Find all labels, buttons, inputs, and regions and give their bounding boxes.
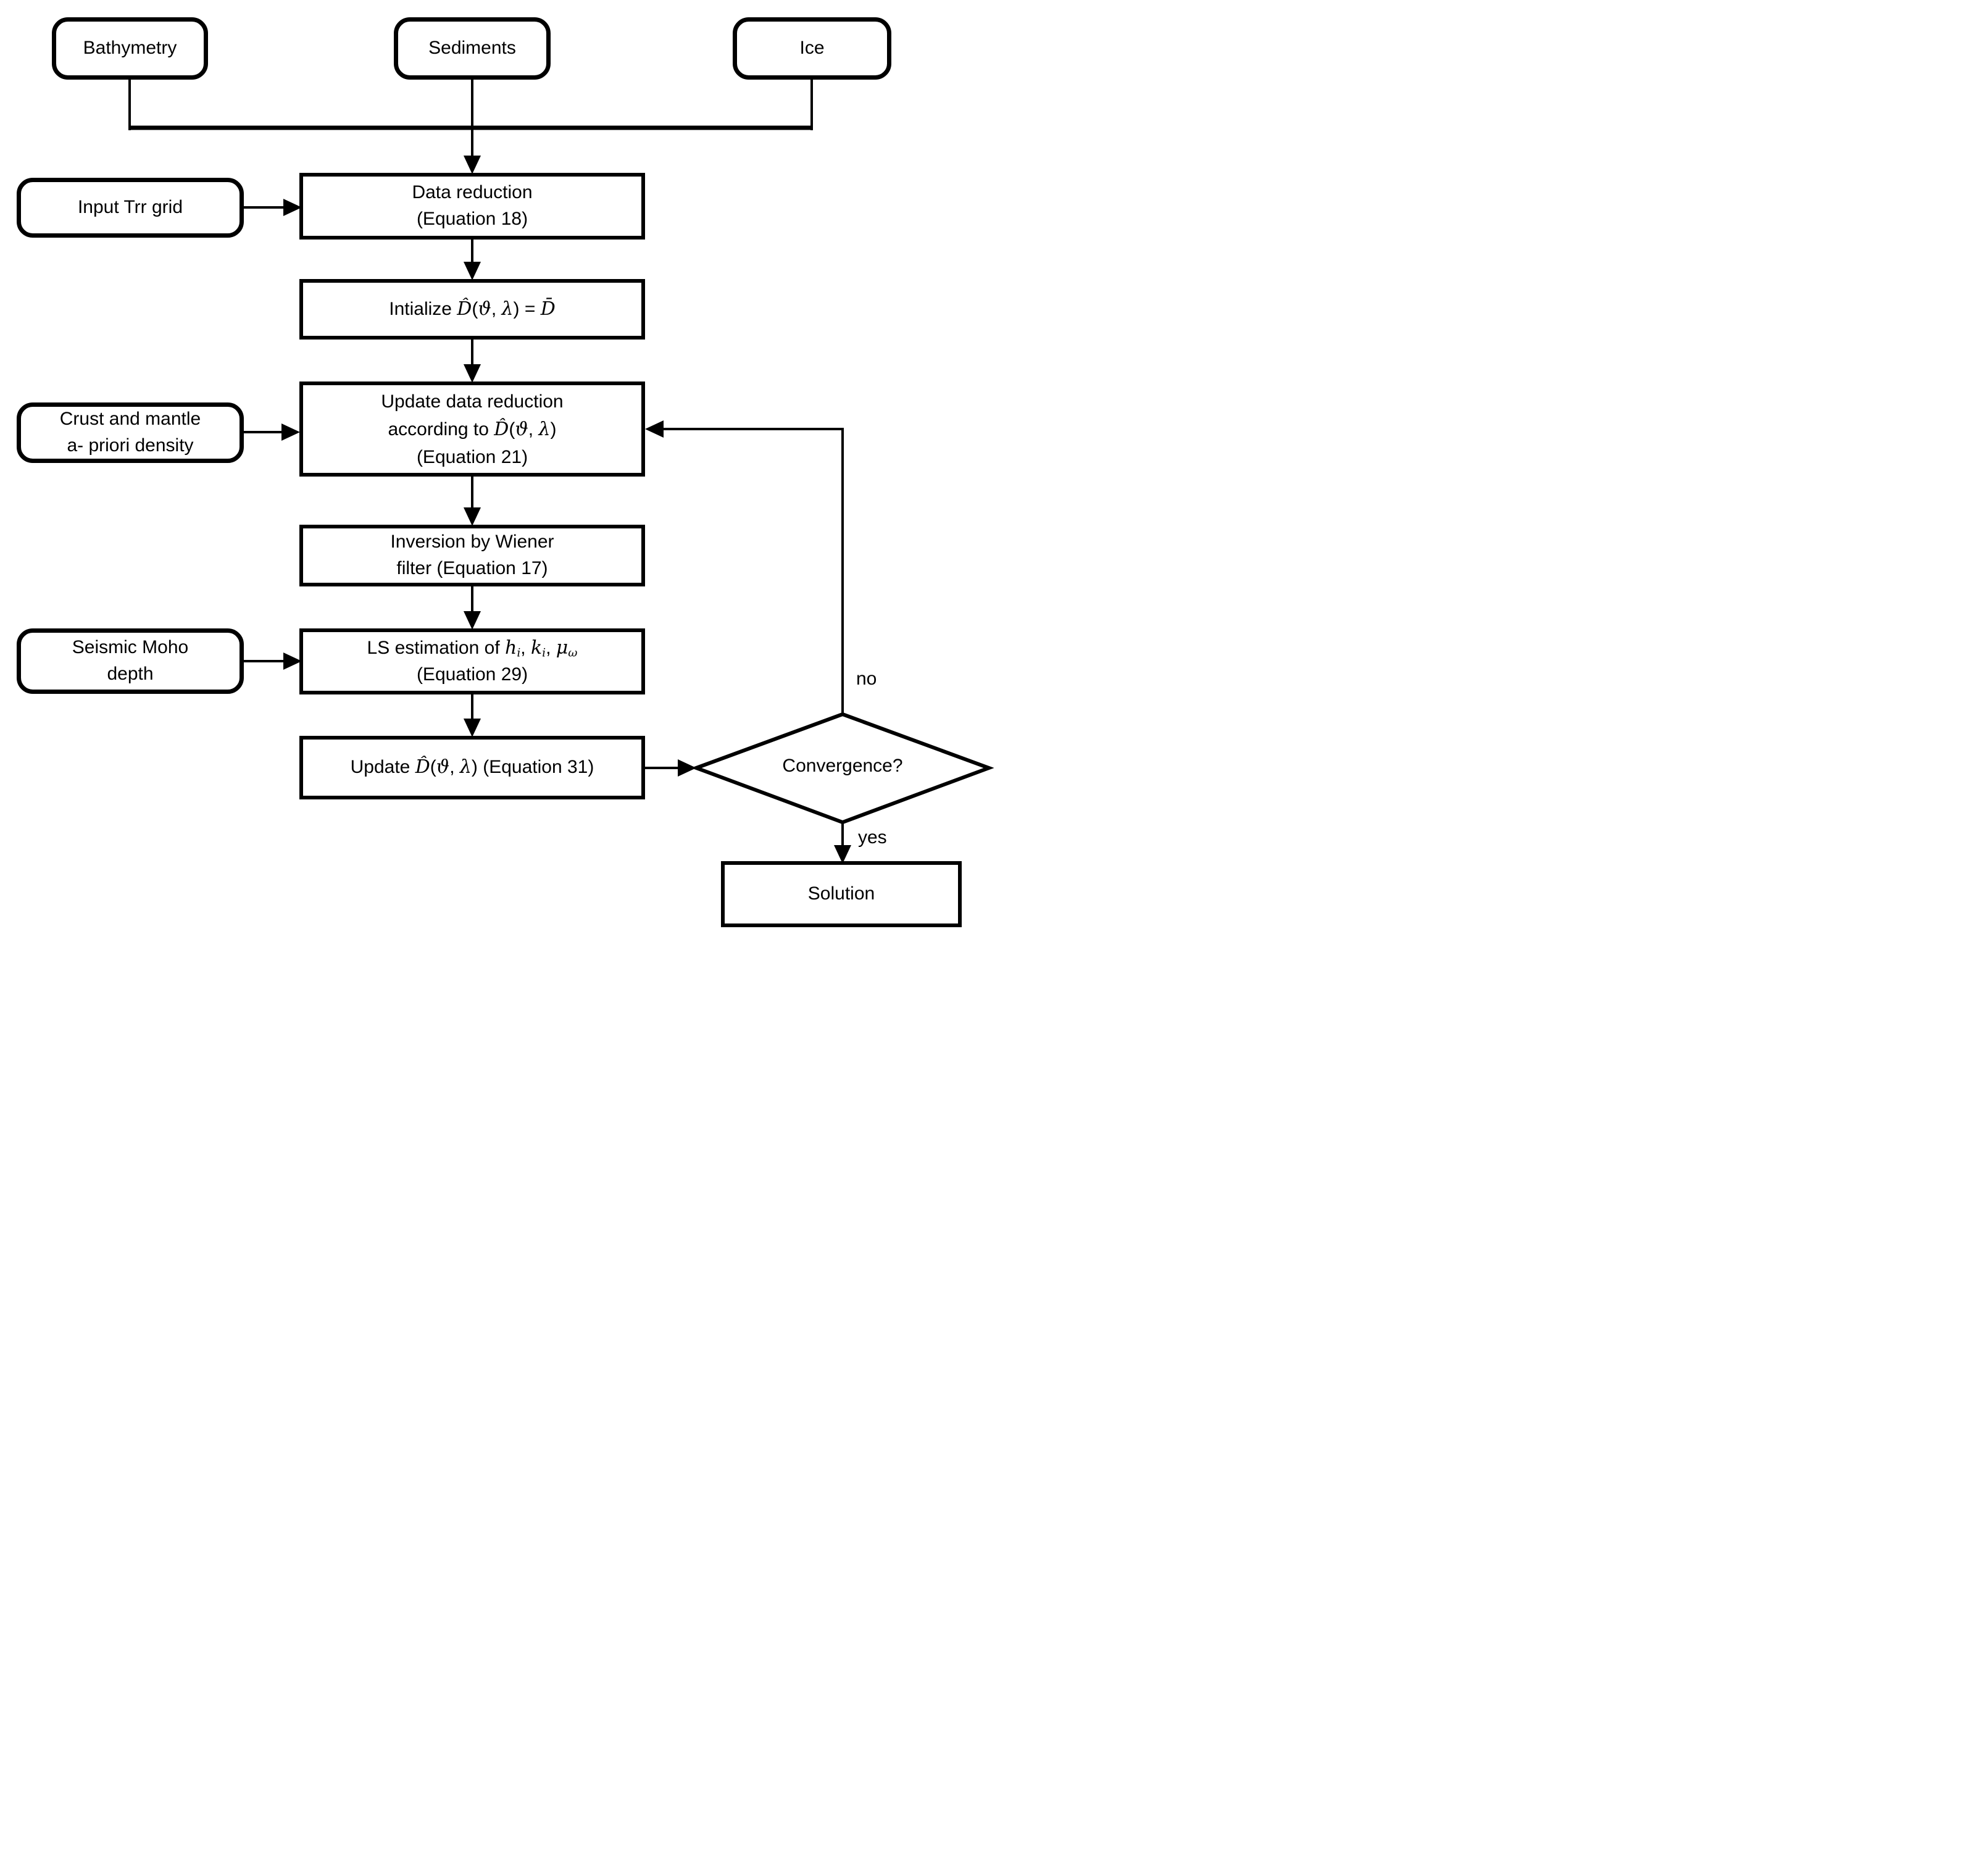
node-solution: Solution	[721, 861, 962, 927]
node-sediments: Sediments	[394, 17, 551, 80]
node-wiener-inversion-line1: Inversion by Wiener	[390, 532, 554, 552]
yes-label: yes	[858, 827, 887, 848]
node-crust-mantle-density: Crust and mantle a- priori density	[17, 402, 244, 463]
arrowhead-inversion	[464, 507, 481, 526]
arrowhead-no-feedback	[645, 420, 664, 438]
convergence-label: Convergence?	[782, 756, 903, 776]
node-data-reduction-line2: (Equation 18)	[416, 209, 528, 229]
node-initialize: Intialize D̂(ϑ, λ) = D̄	[299, 279, 645, 340]
node-data-reduction: Data reduction (Equation 18)	[299, 173, 645, 240]
node-sediments-label: Sediments	[428, 38, 516, 59]
node-ls-estimation: LS estimation of hi, ki, μω (Equation 29…	[299, 628, 645, 694]
node-ice-label: Ice	[799, 38, 825, 59]
arrowhead-convergence	[678, 759, 696, 777]
connector-no-feedback	[662, 428, 844, 714]
no-label: no	[856, 669, 877, 689]
arrowhead-update-reduction	[464, 364, 481, 383]
node-solution-label: Solution	[807, 883, 875, 904]
arrowhead-initialize	[464, 262, 481, 280]
node-seismic-moho-line2: depth	[107, 664, 154, 684]
node-bathymetry: Bathymetry	[52, 17, 208, 80]
arrowhead-crust-mantle	[281, 423, 300, 441]
arrowhead-solution	[834, 845, 851, 864]
node-seismic-moho-depth: Seismic Moho depth	[17, 628, 244, 694]
node-crust-mantle-line2: a- priori density	[67, 435, 194, 456]
node-ice: Ice	[733, 17, 891, 80]
node-update-data-reduction: Update data reduction according to D̂(ϑ,…	[299, 381, 645, 477]
flowchart: Bathymetry Sediments Ice Input Trr grid …	[0, 0, 994, 938]
node-update-data-reduction-line1: Update data reduction	[381, 391, 564, 412]
node-wiener-inversion: Inversion by Wiener filter (Equation 17)	[299, 525, 645, 586]
node-ls-estimation-line1: LS estimation of hi, ki, μω	[367, 636, 578, 660]
node-data-reduction-line1: Data reduction	[412, 182, 533, 203]
node-input-trr-grid: Input Trr grid	[17, 178, 244, 238]
arrowhead-ls	[464, 611, 481, 630]
node-ls-estimation-line2: (Equation 29)	[416, 664, 528, 685]
connector-layer	[128, 78, 994, 864]
node-bathymetry-label: Bathymetry	[83, 38, 177, 59]
arrowhead-into-data-reduction	[464, 156, 481, 174]
node-input-trr-grid-label: Input Trr grid	[77, 197, 183, 218]
node-update-density-line1: Update D̂(ϑ, λ) (Equation 31)	[350, 756, 594, 778]
node-crust-mantle-line1: Crust and mantle	[59, 409, 201, 430]
arrowhead-trr-grid	[283, 199, 302, 216]
node-seismic-moho-line1: Seismic Moho	[72, 637, 189, 658]
node-initialize-line1: Intialize D̂(ϑ, λ) = D̄	[389, 298, 556, 320]
node-update-density: Update D̂(ϑ, λ) (Equation 31)	[299, 736, 645, 799]
node-update-data-reduction-line3: (Equation 21)	[416, 446, 528, 467]
arrowhead-seismic-moho	[283, 652, 302, 670]
arrowhead-update-density	[464, 719, 481, 737]
node-update-data-reduction-line2: according to D̂(ϑ, λ)	[388, 418, 557, 440]
convergence-diamond	[691, 712, 994, 825]
node-wiener-inversion-line2: filter (Equation 17)	[396, 558, 548, 578]
